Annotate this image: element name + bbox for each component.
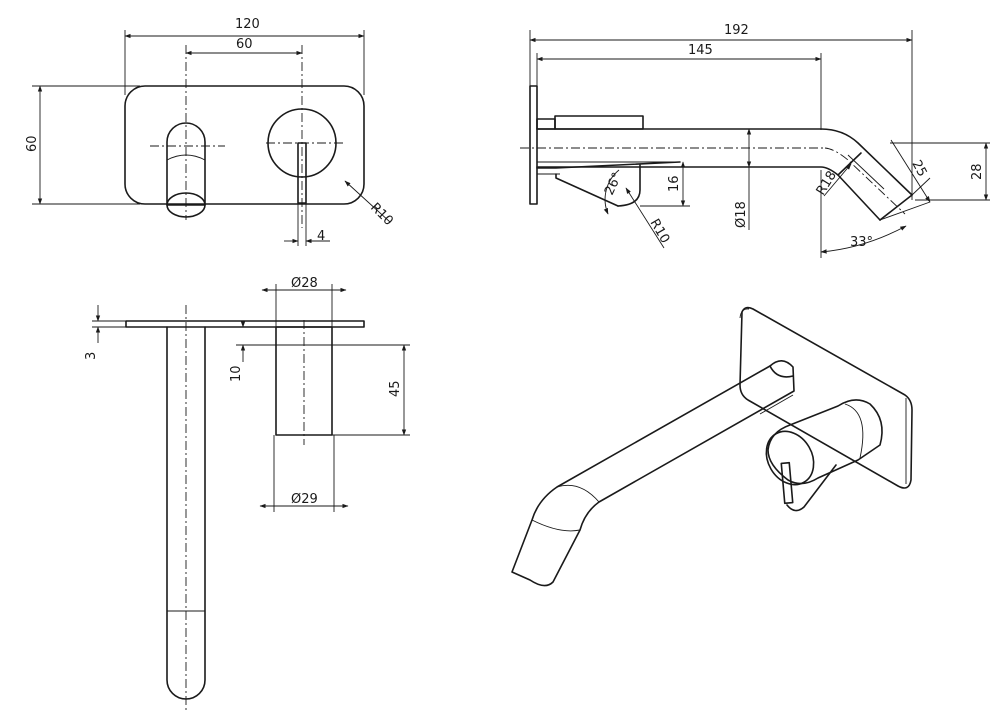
dim-spout-diameter: Ø18 bbox=[734, 201, 749, 228]
dim-spout-projection: 145 bbox=[688, 43, 713, 58]
dim-handle-offset: 10 bbox=[229, 365, 244, 382]
iso-plate bbox=[739, 306, 913, 489]
iso-spout bbox=[511, 359, 795, 587]
dim-handle-diameter-bottom: Ø29 bbox=[291, 492, 318, 507]
dim-bracket-height: 16 bbox=[667, 175, 682, 192]
mixer-lever bbox=[297, 142, 307, 204]
front-view: 120 60 60 R10 4 bbox=[25, 17, 396, 246]
dim-overall-projection: 192 bbox=[724, 23, 749, 38]
wall-plate bbox=[124, 85, 365, 205]
dim-overall-width: 120 bbox=[235, 17, 260, 32]
spout-top bbox=[166, 305, 206, 710]
isometric-view bbox=[511, 306, 913, 587]
dim-spout-angle: 26° bbox=[602, 170, 625, 197]
dim-outlet-diameter: 25 bbox=[908, 158, 929, 180]
dim-handle-depth: 45 bbox=[388, 380, 403, 397]
plate-edge bbox=[529, 85, 538, 205]
iso-handle bbox=[765, 399, 883, 512]
dim-bracket-radius: R10 bbox=[647, 217, 673, 247]
dim-outlet-angle: 33° bbox=[850, 235, 873, 250]
top-view: 3 Ø28 10 45 Ø29 bbox=[84, 276, 410, 710]
side-view: 192 145 26° 16 R10 Ø18 R18 25 28 bbox=[520, 23, 990, 258]
spout-front bbox=[166, 122, 206, 218]
dim-drop-height: 28 bbox=[970, 163, 985, 180]
dim-centre-spacing: 60 bbox=[236, 37, 253, 52]
dim-handle-diameter-top: Ø28 bbox=[291, 276, 318, 291]
dim-plate-thickness: 3 bbox=[84, 352, 99, 360]
mixer-cartridge bbox=[267, 108, 337, 178]
dim-plate-height: 60 bbox=[25, 135, 40, 152]
dim-lever-width: 4 bbox=[317, 229, 325, 244]
plate-top bbox=[125, 320, 365, 328]
